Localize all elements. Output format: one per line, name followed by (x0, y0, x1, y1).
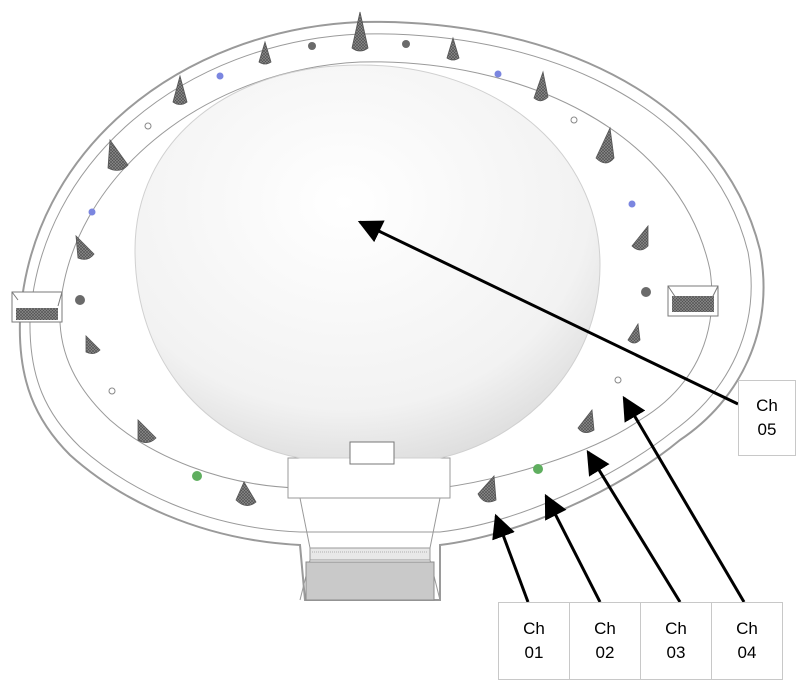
white-dot (144, 122, 152, 130)
arrow-ch02 (544, 493, 602, 603)
dome-door (349, 441, 395, 465)
callout-arrows (357, 220, 746, 603)
label-ch03: Ch 03 (640, 602, 712, 680)
sensor-dots (75, 40, 651, 481)
label-ch05: Ch 05 (738, 380, 796, 456)
cone-sensor (258, 40, 272, 65)
gray-dot (75, 295, 85, 305)
cone-sensor (75, 234, 95, 260)
cone-sensor (595, 126, 615, 164)
green-dot (192, 471, 202, 481)
blue-dot (88, 208, 96, 216)
arrow-ch01 (492, 513, 530, 603)
arrow-ch05 (357, 220, 739, 406)
blue-dot (628, 200, 636, 208)
arrow-ch04 (622, 395, 746, 603)
green-dot-ch02 (533, 464, 543, 474)
right-platform (667, 285, 719, 317)
gray-dot (402, 40, 410, 48)
label-ch04: Ch 04 (711, 602, 783, 680)
cone-sensor (85, 335, 101, 354)
gray-dot (641, 287, 651, 297)
cone-sensor (533, 70, 549, 102)
left-platform (11, 291, 63, 323)
sensor-cones (75, 11, 649, 506)
cone-sensor (477, 475, 497, 503)
cone-sensor (137, 419, 157, 443)
arrow-ch03 (586, 449, 682, 603)
label-ch01: Ch 01 (498, 602, 570, 680)
cone-sensor (172, 74, 188, 105)
white-dot (570, 116, 578, 124)
cone-sensor (107, 138, 129, 171)
label-ch02: Ch 02 (569, 602, 641, 680)
blue-dot (494, 70, 502, 78)
cone-sensor (235, 481, 257, 506)
cone-sensor (631, 224, 649, 251)
cone-sensor (351, 11, 369, 52)
entrance-ramp (287, 457, 451, 601)
central-dome (134, 64, 601, 459)
white-dot (108, 387, 116, 395)
gray-dot (308, 42, 316, 50)
white-dot-ch05 (614, 376, 622, 384)
cone-sensor (446, 36, 460, 61)
cone-sensor (577, 408, 595, 433)
blue-dot (216, 72, 224, 80)
cone-sensor (627, 322, 641, 344)
